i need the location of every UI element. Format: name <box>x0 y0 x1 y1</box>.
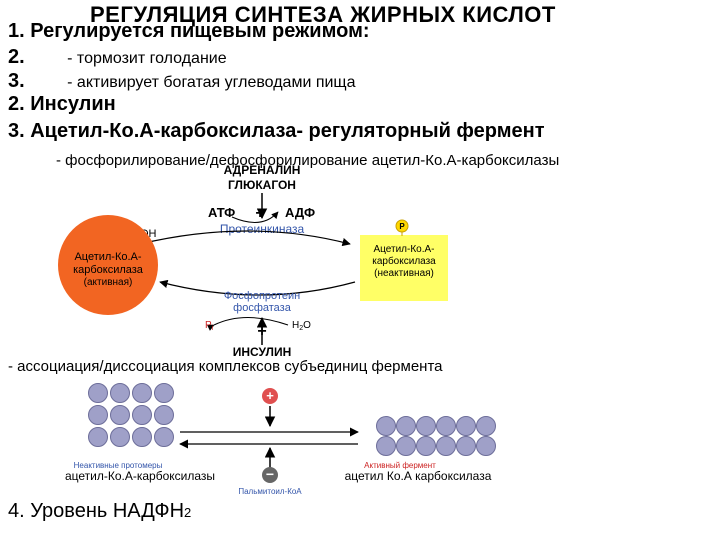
active-enzyme-circle <box>58 215 158 315</box>
point-nadph: 4. Уровень НАДФН2 <box>8 500 191 523</box>
subunit-sphere <box>376 436 396 456</box>
inhibitor-label: Пальмитоил-КоА <box>238 487 302 496</box>
point-1-diet: 1. Регулируется пищевым режимом: <box>8 20 370 42</box>
subunit-sphere <box>154 427 174 447</box>
phosphorylation-subtitle: - фосфорилирование/дефосфорилирование ац… <box>56 152 560 169</box>
atp-label: АТФ <box>208 205 235 220</box>
starvation-text: - тормозит голодание <box>67 50 227 67</box>
activator-sign: + <box>266 388 274 403</box>
active-enzyme-label: карбоксилаза <box>73 264 144 276</box>
association-subtitle: - ассоциация/диссоциация комплексов субъ… <box>8 358 443 375</box>
inactive-enzyme-label: Ацетил-Ко.А- <box>373 244 434 255</box>
inactive-label-blue: Неактивные протомеры <box>74 461 163 470</box>
subunit-sphere <box>88 427 108 447</box>
plus-sign: + <box>255 205 264 222</box>
active-enzyme-label: Ацетил-Ко.А- <box>74 251 141 263</box>
water-label: H2O <box>292 320 311 332</box>
subunit-sphere <box>456 436 476 456</box>
dephosphorylation-arrow <box>159 279 356 296</box>
carbohydrate-text: - активирует богатая углеводами пища <box>67 74 356 91</box>
subunit-sphere <box>88 405 108 425</box>
phosphorylation-arrow <box>139 230 351 247</box>
phosphatase-label: Фосфопротеин <box>224 290 300 302</box>
item-number: 3. <box>8 70 25 92</box>
inactive-label: ацетил-Ко.А-карбоксилазы <box>65 469 215 483</box>
hormone-glucagon: ГЛЮКАГОН <box>228 178 296 192</box>
subunit-sphere <box>132 405 152 425</box>
subunit-sphere <box>476 436 496 456</box>
inactive-enzyme-label: карбоксилаза <box>372 255 436 267</box>
inhibitor-sign: − <box>266 466 274 482</box>
subunit-sphere <box>456 416 476 436</box>
subunit-sphere <box>416 436 436 456</box>
hormone-adrenaline: АДРЕНАЛИН <box>224 163 301 177</box>
active-label: ацетил Ко.А карбоксилаза <box>345 469 492 483</box>
pi-label: Pi <box>205 320 214 332</box>
subunit-sphere <box>396 416 416 436</box>
subunit-sphere <box>436 416 456 436</box>
subunit-sphere <box>416 416 436 436</box>
nadph-subscript: 2 <box>184 505 192 520</box>
point-enzyme: 3. Ацетил-Ко.А-карбоксилаза- регуляторны… <box>8 120 545 142</box>
item-number: 2. <box>8 46 25 68</box>
point-carbohydrate: 3. - активирует богатая углеводами пища <box>8 70 356 93</box>
phosphorylation-diagram: АДРЕНАЛИН ГЛЮКАГОН + АТФ АДФ Протеинкина… <box>58 163 448 359</box>
point-insulin: 2. Инсулин <box>8 93 116 115</box>
subunit-sphere <box>88 383 108 403</box>
phosphate-badge-label: P <box>399 222 405 231</box>
atp-adp-arrow <box>231 211 279 223</box>
subunit-sphere <box>132 383 152 403</box>
subunit-sphere <box>154 405 174 425</box>
inactive-protomers <box>88 383 174 447</box>
point-starvation: 2. - тормозит голодание <box>8 46 227 69</box>
activator-circle <box>262 388 278 404</box>
active-label-red: Активный фермент <box>364 461 436 470</box>
pi-water-arrow <box>206 317 289 331</box>
subunit-sphere <box>376 416 396 436</box>
insulin-label: ИНСУЛИН <box>233 345 292 359</box>
adp-label: АДФ <box>285 205 315 220</box>
nadph-text: 4. Уровень НАДФН <box>8 500 185 522</box>
active-polymer <box>376 416 496 456</box>
inactive-enzyme-box <box>360 235 448 301</box>
subunit-sphere <box>110 383 130 403</box>
subunit-sphere <box>396 436 416 456</box>
subunit-sphere <box>476 416 496 436</box>
inactive-enzyme-status: (неактивная) <box>374 268 434 279</box>
inhibitor-circle <box>262 467 278 483</box>
association-diagram: + − Пальмитоил-КоА Неактивные протомеры … <box>65 383 496 496</box>
page-title: РЕГУЛЯЦИЯ СИНТЕЗА ЖИРНЫХ КИСЛОТ <box>90 2 556 27</box>
subunit-sphere <box>154 383 174 403</box>
subunit-sphere <box>110 405 130 425</box>
subunit-sphere <box>132 427 152 447</box>
subunit-sphere <box>436 436 456 456</box>
active-enzyme-status: (активная) <box>84 277 133 288</box>
subunit-sphere <box>110 427 130 447</box>
phosphatase-label: фосфатаза <box>233 302 292 314</box>
